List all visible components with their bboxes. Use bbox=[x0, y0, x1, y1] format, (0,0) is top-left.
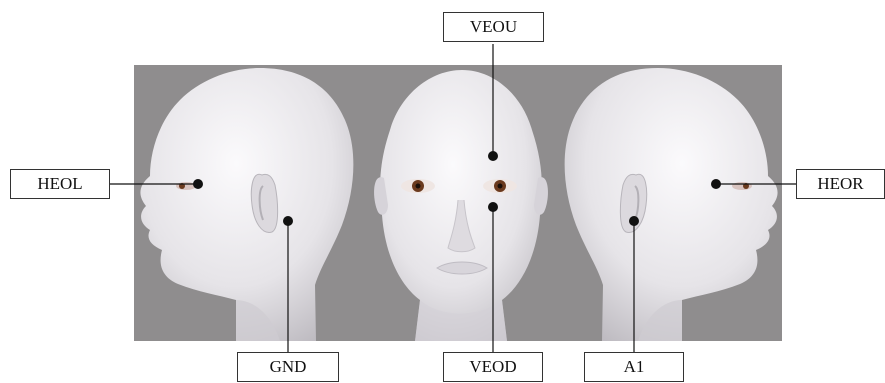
a1-label: A1 bbox=[584, 352, 684, 382]
heol-electrode-marker bbox=[193, 179, 203, 189]
a1-electrode-marker bbox=[629, 216, 639, 226]
veou-label: VEOU bbox=[443, 12, 544, 42]
gnd-electrode-marker bbox=[283, 216, 293, 226]
veod-electrode-marker bbox=[488, 202, 498, 212]
heor-label: HEOR bbox=[796, 169, 885, 199]
heol-label: HEOL bbox=[10, 169, 110, 199]
veod-label: VEOD bbox=[443, 352, 543, 382]
gnd-label: GND bbox=[237, 352, 339, 382]
veou-electrode-marker bbox=[488, 151, 498, 161]
heor-electrode-marker bbox=[711, 179, 721, 189]
